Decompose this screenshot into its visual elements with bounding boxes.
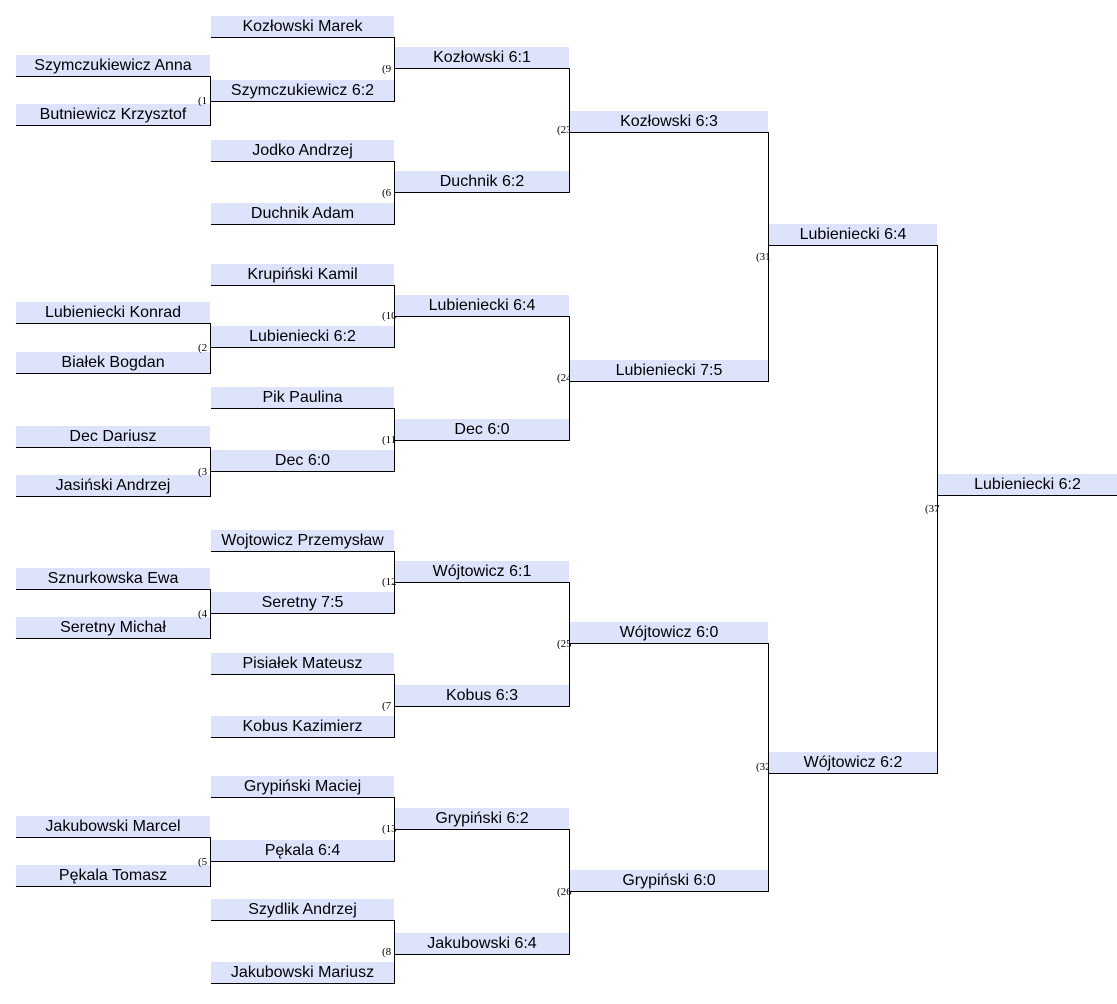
entrant-e1: Szymczukiewicz Anna (16, 55, 210, 77)
match-m37-result: Lubieniecki 6:2 (938, 474, 1117, 496)
match-m31-result: Lubieniecki 6:4 (769, 224, 937, 246)
match-m37-number: (37 (925, 503, 940, 515)
bracket-connector (210, 323, 211, 374)
match-m5-result: Pękala 6:4 (211, 840, 394, 862)
match-m7-number: (7 (382, 700, 392, 712)
bracket-connector (394, 920, 395, 984)
entrant-e3: Jodko Andrzej (211, 140, 394, 162)
match-m1-result: Szymczukiewicz 6:2 (211, 80, 394, 102)
match-m9-number: (9 (382, 63, 392, 75)
match-m2-result: Lubieniecki 6:2 (211, 326, 394, 348)
match-m13-number: (13 (382, 823, 397, 835)
match-m23-number: (23 (557, 124, 572, 136)
entrant-e12: Sznurkowska Ewa (16, 568, 210, 590)
entrant-e9: Dec Dariusz (16, 426, 210, 448)
bracket-connector (569, 316, 570, 441)
match-m10-result: Lubieniecki 6:4 (395, 295, 569, 317)
match-m31-number: (31 (756, 251, 771, 263)
entrant-e14: Pisiałek Mateusz (211, 653, 394, 675)
entrant-e18: Pękala Tomasz (16, 865, 210, 887)
bracket-connector (569, 582, 570, 707)
match-m6-number: (6 (382, 187, 392, 199)
match-m11-number: (11 (382, 434, 397, 446)
match-m8-result: Jakubowski 6:4 (395, 933, 569, 955)
match-m8-number: (8 (382, 946, 392, 958)
match-m7-result: Kobus 6:3 (395, 685, 569, 707)
match-m25-number: (25 (557, 638, 572, 650)
entrant-e17: Jakubowski Marcel (16, 816, 210, 838)
match-m26-result: Grypiński 6:0 (570, 870, 768, 892)
bracket-connector (569, 68, 570, 193)
entrant-e13: Seretny Michał (16, 617, 210, 639)
bracket-connector (937, 245, 938, 774)
bracket-connector (210, 76, 211, 126)
match-m23-result: Kozłowski 6:3 (570, 111, 768, 133)
match-m26-number: (26 (557, 886, 572, 898)
entrant-e7: Białek Bogdan (16, 352, 210, 374)
bracket-connector (210, 837, 211, 887)
match-m1-number: (1 (198, 95, 208, 107)
entrant-e8: Pik Paulina (211, 387, 394, 409)
entrant-e10: Jasiński Andrzej (16, 475, 210, 497)
entrant-e20: Jakubowski Mariusz (211, 962, 394, 984)
bracket-connector (394, 37, 395, 102)
bracket-connector (210, 447, 211, 497)
match-m3-number: (3 (198, 466, 208, 478)
match-m32-number: (32 (756, 761, 771, 773)
match-m24-number: (24 (557, 372, 572, 384)
entrant-e19: Szydlik Andrzej (211, 899, 394, 921)
bracket-connector (768, 132, 769, 382)
entrant-e2: Butniewicz Krzysztof (16, 104, 210, 126)
match-m12-number: (12 (382, 576, 397, 588)
match-m11-result: Dec 6:0 (395, 419, 569, 441)
bracket-connector (394, 797, 395, 862)
match-m10-number: (10 (382, 310, 397, 322)
match-m3-result: Dec 6:0 (211, 450, 394, 472)
bracket-connector (394, 161, 395, 225)
entrant-e5: Krupiński Kamil (211, 264, 394, 286)
match-m2-number: (2 (198, 342, 208, 354)
match-m24-result: Lubieniecki 7:5 (570, 360, 768, 382)
match-m5-number: (5 (198, 856, 208, 868)
match-m9-result: Kozłowski 6:1 (395, 47, 569, 69)
bracket-connector (210, 589, 211, 639)
entrant-e4: Duchnik Adam (211, 203, 394, 225)
match-m32-result: Wójtowicz 6:2 (769, 752, 937, 774)
match-m4-result: Seretny 7:5 (211, 592, 394, 614)
match-m12-result: Wójtowicz 6:1 (395, 561, 569, 583)
bracket-connector (569, 829, 570, 955)
entrant-e6: Lubieniecki Konrad (16, 302, 210, 324)
entrant-e15: Kobus Kazimierz (211, 716, 394, 738)
match-m6-result: Duchnik 6:2 (395, 171, 569, 193)
bracket-connector (394, 408, 395, 472)
entrant-e11: Wojtowicz Przemysław (211, 530, 394, 552)
bracket-connector (394, 551, 395, 614)
match-m4-number: (4 (198, 608, 208, 620)
entrant-e0: Kozłowski Marek (211, 16, 394, 38)
bracket-connector (394, 285, 395, 348)
entrant-e16: Grypiński Maciej (211, 776, 394, 798)
match-m13-result: Grypiński 6:2 (395, 808, 569, 830)
bracket-connector (768, 643, 769, 892)
bracket-connector (394, 674, 395, 738)
match-m25-result: Wójtowicz 6:0 (570, 622, 768, 644)
